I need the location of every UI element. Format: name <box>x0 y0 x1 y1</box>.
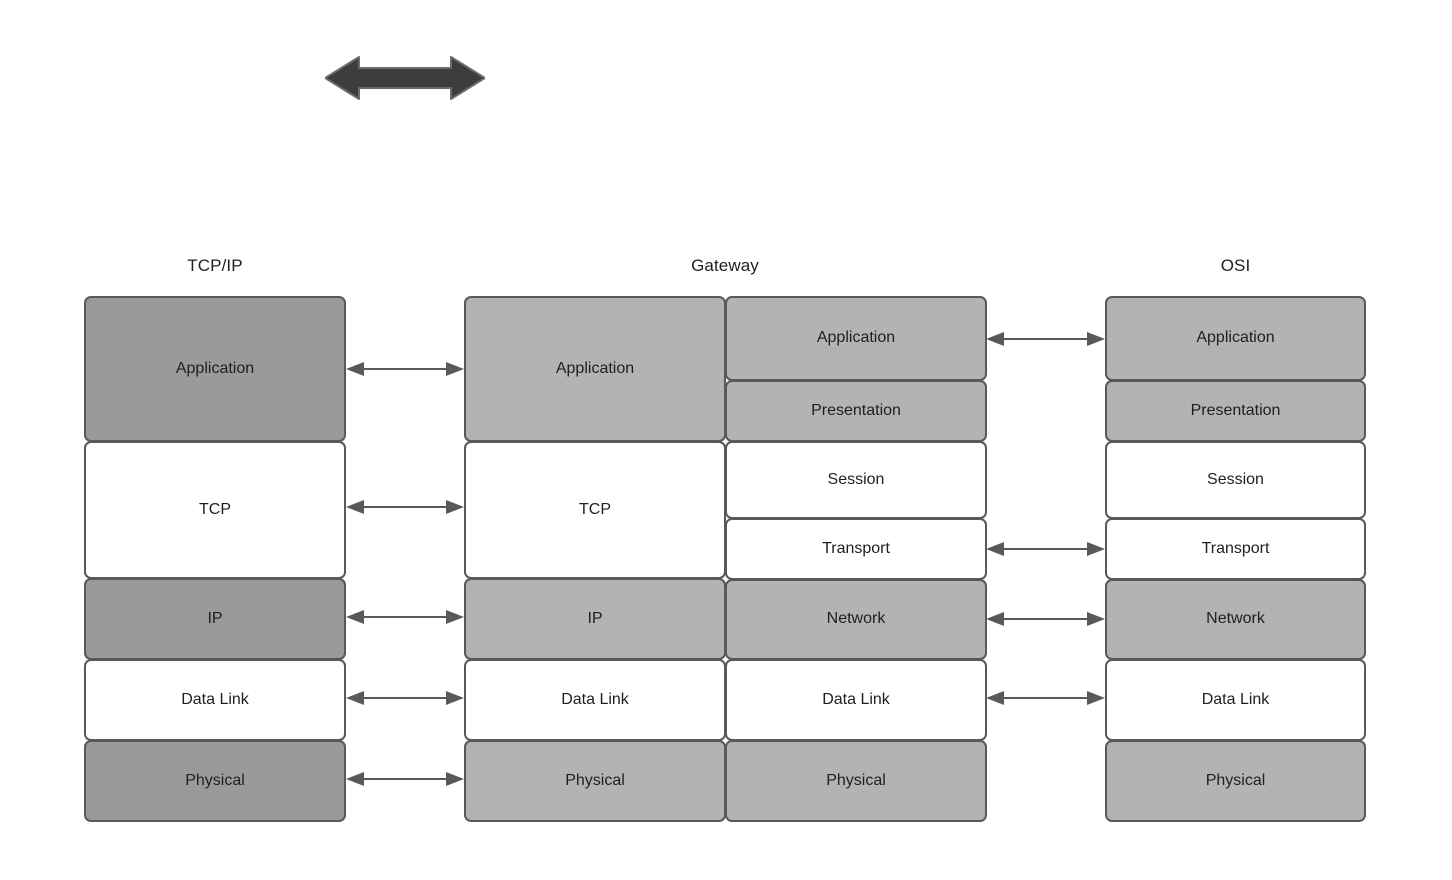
connector-tcpip-gateway-physical <box>346 768 464 790</box>
column-header-tcpip: TCP/IP <box>187 256 243 275</box>
connector-tcpip-gateway-tcp <box>346 496 464 518</box>
layer-tcpip-data-link[interactable]: Data Link <box>84 659 346 741</box>
layer-gateway-left-data-link[interactable]: Data Link <box>464 659 726 741</box>
layer-gateway-right-application[interactable]: Application <box>725 296 987 381</box>
layer-osi-network[interactable]: Network <box>1105 579 1366 660</box>
layer-osi-transport[interactable]: Transport <box>1105 518 1366 580</box>
layer-gateway-right-transport[interactable]: Transport <box>725 518 987 580</box>
layer-gateway-left-ip[interactable]: IP <box>464 578 726 660</box>
connector-gateway-osi-data-link <box>986 687 1105 709</box>
layer-gateway-left-application[interactable]: Application <box>464 296 726 442</box>
layer-osi-physical[interactable]: Physical <box>1105 740 1366 822</box>
layer-gateway-left-tcp[interactable]: TCP <box>464 441 726 579</box>
layer-tcpip-physical[interactable]: Physical <box>84 740 346 822</box>
layer-tcpip-tcp[interactable]: TCP <box>84 441 346 579</box>
layer-tcpip-application[interactable]: Application <box>84 296 346 442</box>
layer-tcpip-ip[interactable]: IP <box>84 578 346 660</box>
layer-gateway-right-presentation[interactable]: Presentation <box>725 380 987 442</box>
connector-gateway-osi-network <box>986 608 1105 630</box>
connector-gateway-osi-application <box>986 328 1105 350</box>
column-header-gateway: Gateway <box>691 256 759 275</box>
layer-osi-application[interactable]: Application <box>1105 296 1366 381</box>
layer-osi-session[interactable]: Session <box>1105 441 1366 519</box>
connector-tcpip-gateway-ip <box>346 606 464 628</box>
layer-gateway-right-data-link[interactable]: Data Link <box>725 659 987 741</box>
layer-gateway-left-physical[interactable]: Physical <box>464 740 726 822</box>
bidirectional-block-arrow <box>324 55 486 101</box>
column-header-osi: OSI <box>1220 256 1251 275</box>
layer-osi-presentation[interactable]: Presentation <box>1105 380 1366 442</box>
connector-tcpip-gateway-application <box>346 358 464 380</box>
layer-gateway-right-physical[interactable]: Physical <box>725 740 987 822</box>
layer-gateway-right-network[interactable]: Network <box>725 579 987 660</box>
layer-osi-data-link[interactable]: Data Link <box>1105 659 1366 741</box>
connector-tcpip-gateway-data-link <box>346 687 464 709</box>
connector-gateway-osi-transport <box>986 538 1105 560</box>
layer-gateway-right-session[interactable]: Session <box>725 441 987 519</box>
